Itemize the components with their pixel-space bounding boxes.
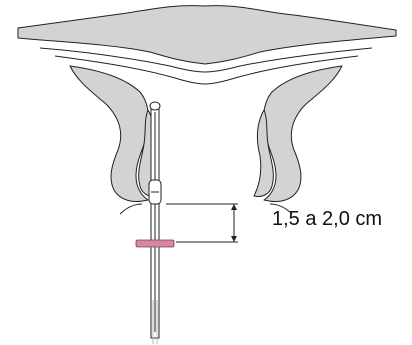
device-tip	[150, 102, 160, 110]
measurement-label: 1,5 a 2,0 cm	[272, 208, 382, 231]
left-cervical-wall	[70, 66, 148, 202]
depth-flange	[136, 240, 174, 247]
measure-arrow-up	[231, 204, 237, 210]
measure-arrow-down	[231, 236, 237, 242]
left-vaginal-wall	[120, 204, 142, 214]
uterus-fundus	[18, 6, 396, 64]
right-cervical-wall	[264, 66, 342, 202]
